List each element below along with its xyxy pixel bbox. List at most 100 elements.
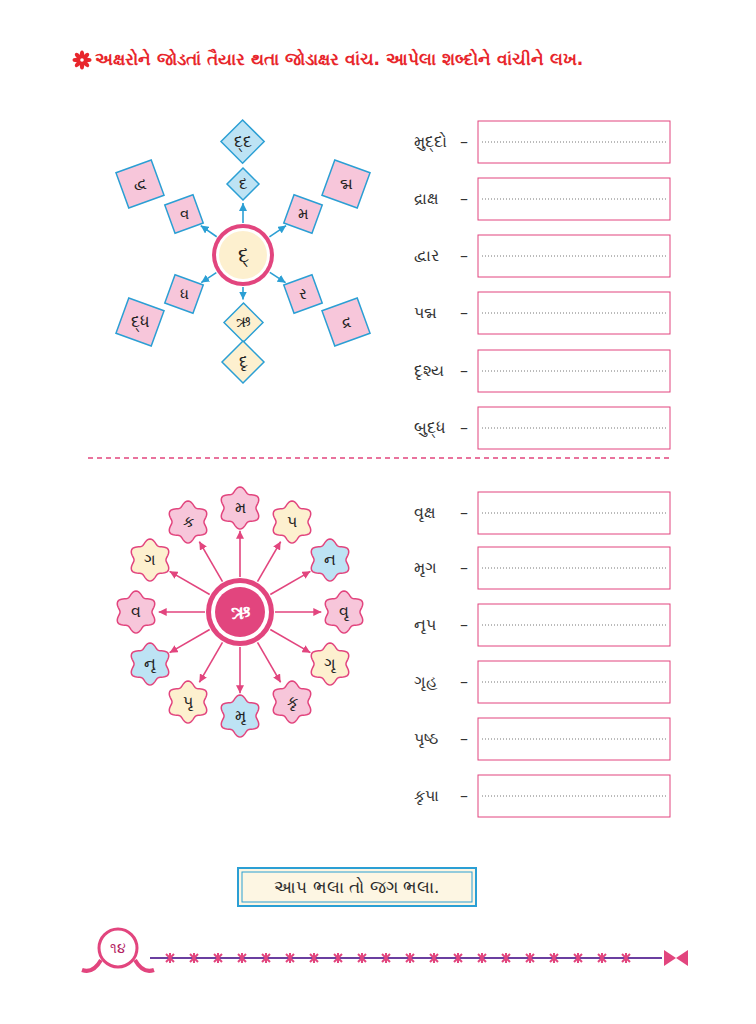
answer-box xyxy=(478,718,670,760)
letter-badge: મ xyxy=(217,485,263,531)
arrow-connector xyxy=(170,629,210,652)
word-label: નૃપ xyxy=(414,615,436,636)
letter-square: ધ xyxy=(164,274,204,314)
arrow-connector xyxy=(269,226,286,237)
node-text: કૃ xyxy=(287,692,298,711)
dash: – xyxy=(460,361,468,382)
word-label: વૃક્ષ xyxy=(414,503,436,524)
writing-line xyxy=(482,313,666,314)
letter-badge: વ xyxy=(113,589,159,635)
node-text: મ xyxy=(235,498,246,517)
word-label: દ્રાક્ષ xyxy=(414,189,439,210)
node-text: દૃ xyxy=(239,352,248,371)
writing-line xyxy=(482,513,666,514)
letter-badge: ક xyxy=(165,499,211,545)
node-text: દ્દ xyxy=(234,132,252,151)
dash: – xyxy=(460,418,468,439)
word-label: બુદ્ધ xyxy=(414,418,446,439)
footer-star xyxy=(574,953,582,963)
letter-badge: વૃ xyxy=(321,589,367,635)
node-text: દ્વ xyxy=(134,174,147,193)
arrow-connector xyxy=(199,542,222,582)
letter-badge: પ xyxy=(269,499,315,545)
word-label: મૃગ xyxy=(414,558,437,579)
page-number-badge xyxy=(99,929,137,967)
letter-diamond: દ xyxy=(226,167,260,201)
answer-boxes xyxy=(478,121,670,817)
writing-line xyxy=(482,739,666,740)
writing-line xyxy=(482,371,666,372)
footer-star xyxy=(238,953,246,963)
conjunct-square: દ્ધ xyxy=(115,297,165,347)
node-text: પૃ xyxy=(183,692,193,711)
footer-star xyxy=(622,953,630,963)
answer-box xyxy=(478,661,670,703)
footer-bow xyxy=(664,950,688,966)
answer-box xyxy=(478,492,670,534)
dash: – xyxy=(460,672,468,693)
letter-badge: ન xyxy=(307,537,353,583)
footer-rule xyxy=(150,957,662,959)
writing-line xyxy=(482,625,666,626)
arrow-connector xyxy=(201,273,216,283)
node-text: મ xyxy=(298,205,309,223)
writing-line xyxy=(482,142,666,143)
node-text: વૃ xyxy=(339,602,349,621)
conjunct-diamond: દૃ xyxy=(221,340,265,384)
node-text: વ xyxy=(131,602,141,621)
node-text: દ્ર xyxy=(342,312,351,331)
word-label: પદ્મ xyxy=(414,303,437,324)
answer-box xyxy=(478,235,670,277)
dash: – xyxy=(460,729,468,750)
node-text: ઋ xyxy=(231,600,250,624)
answer-box xyxy=(478,350,670,392)
dash: – xyxy=(460,189,468,210)
node-text: પ xyxy=(287,512,297,531)
footer-star xyxy=(310,953,318,963)
letter-square: વ xyxy=(164,194,204,234)
letter-badge: નૃ xyxy=(127,641,173,687)
footer-star xyxy=(526,953,534,963)
center-letter-circle: દ્ xyxy=(211,223,275,287)
node-text: મૃ xyxy=(235,706,246,725)
page-number: ૧૪ xyxy=(110,939,126,957)
letter-badge: પૃ xyxy=(165,679,211,725)
answer-box xyxy=(478,178,670,220)
writing-line xyxy=(482,568,666,569)
dash: – xyxy=(460,558,468,579)
node-text: ધ xyxy=(180,285,189,303)
node-text: ગૃ xyxy=(324,654,336,673)
dash: – xyxy=(460,786,468,807)
letter-badge: કૃ xyxy=(269,679,315,725)
answer-box xyxy=(478,407,670,449)
arrow-connector xyxy=(275,611,321,613)
word-label: દૃશ્ય xyxy=(414,361,444,382)
writing-line xyxy=(482,256,666,257)
arrow-connector xyxy=(270,272,286,282)
arrow-connector xyxy=(159,611,205,613)
footer-star xyxy=(502,953,510,963)
word-label: દ્વાર xyxy=(414,246,439,267)
center-letter-circle: ઋ xyxy=(205,577,275,647)
word-label: પૃષ્ઠ xyxy=(414,729,438,750)
node-text: ક xyxy=(183,512,194,531)
arrow-connector xyxy=(258,642,281,682)
word-label: મુદ્દો xyxy=(414,132,447,153)
arrow-connector xyxy=(239,647,241,693)
arrow-connector xyxy=(242,287,244,300)
footer-star xyxy=(334,953,342,963)
conjunct-square: દ્વ xyxy=(115,159,165,209)
footer-star xyxy=(406,953,414,963)
footer-star xyxy=(286,953,294,963)
letter-badge: મૃ xyxy=(217,693,263,739)
proverb-banner: આપ ભલા તો જગ ભલા. xyxy=(237,867,477,907)
section-divider xyxy=(88,457,670,459)
node-text: નૃ xyxy=(144,654,156,673)
node-text: આપ ભલા તો જગ ભલા. xyxy=(274,877,439,897)
footer-star xyxy=(262,953,270,963)
writing-line xyxy=(482,796,666,797)
word-label: ગૃહ xyxy=(414,672,437,693)
answer-box xyxy=(478,292,670,334)
node-text: દ્ધ xyxy=(131,312,150,331)
letter-badge: ગ xyxy=(127,537,173,583)
